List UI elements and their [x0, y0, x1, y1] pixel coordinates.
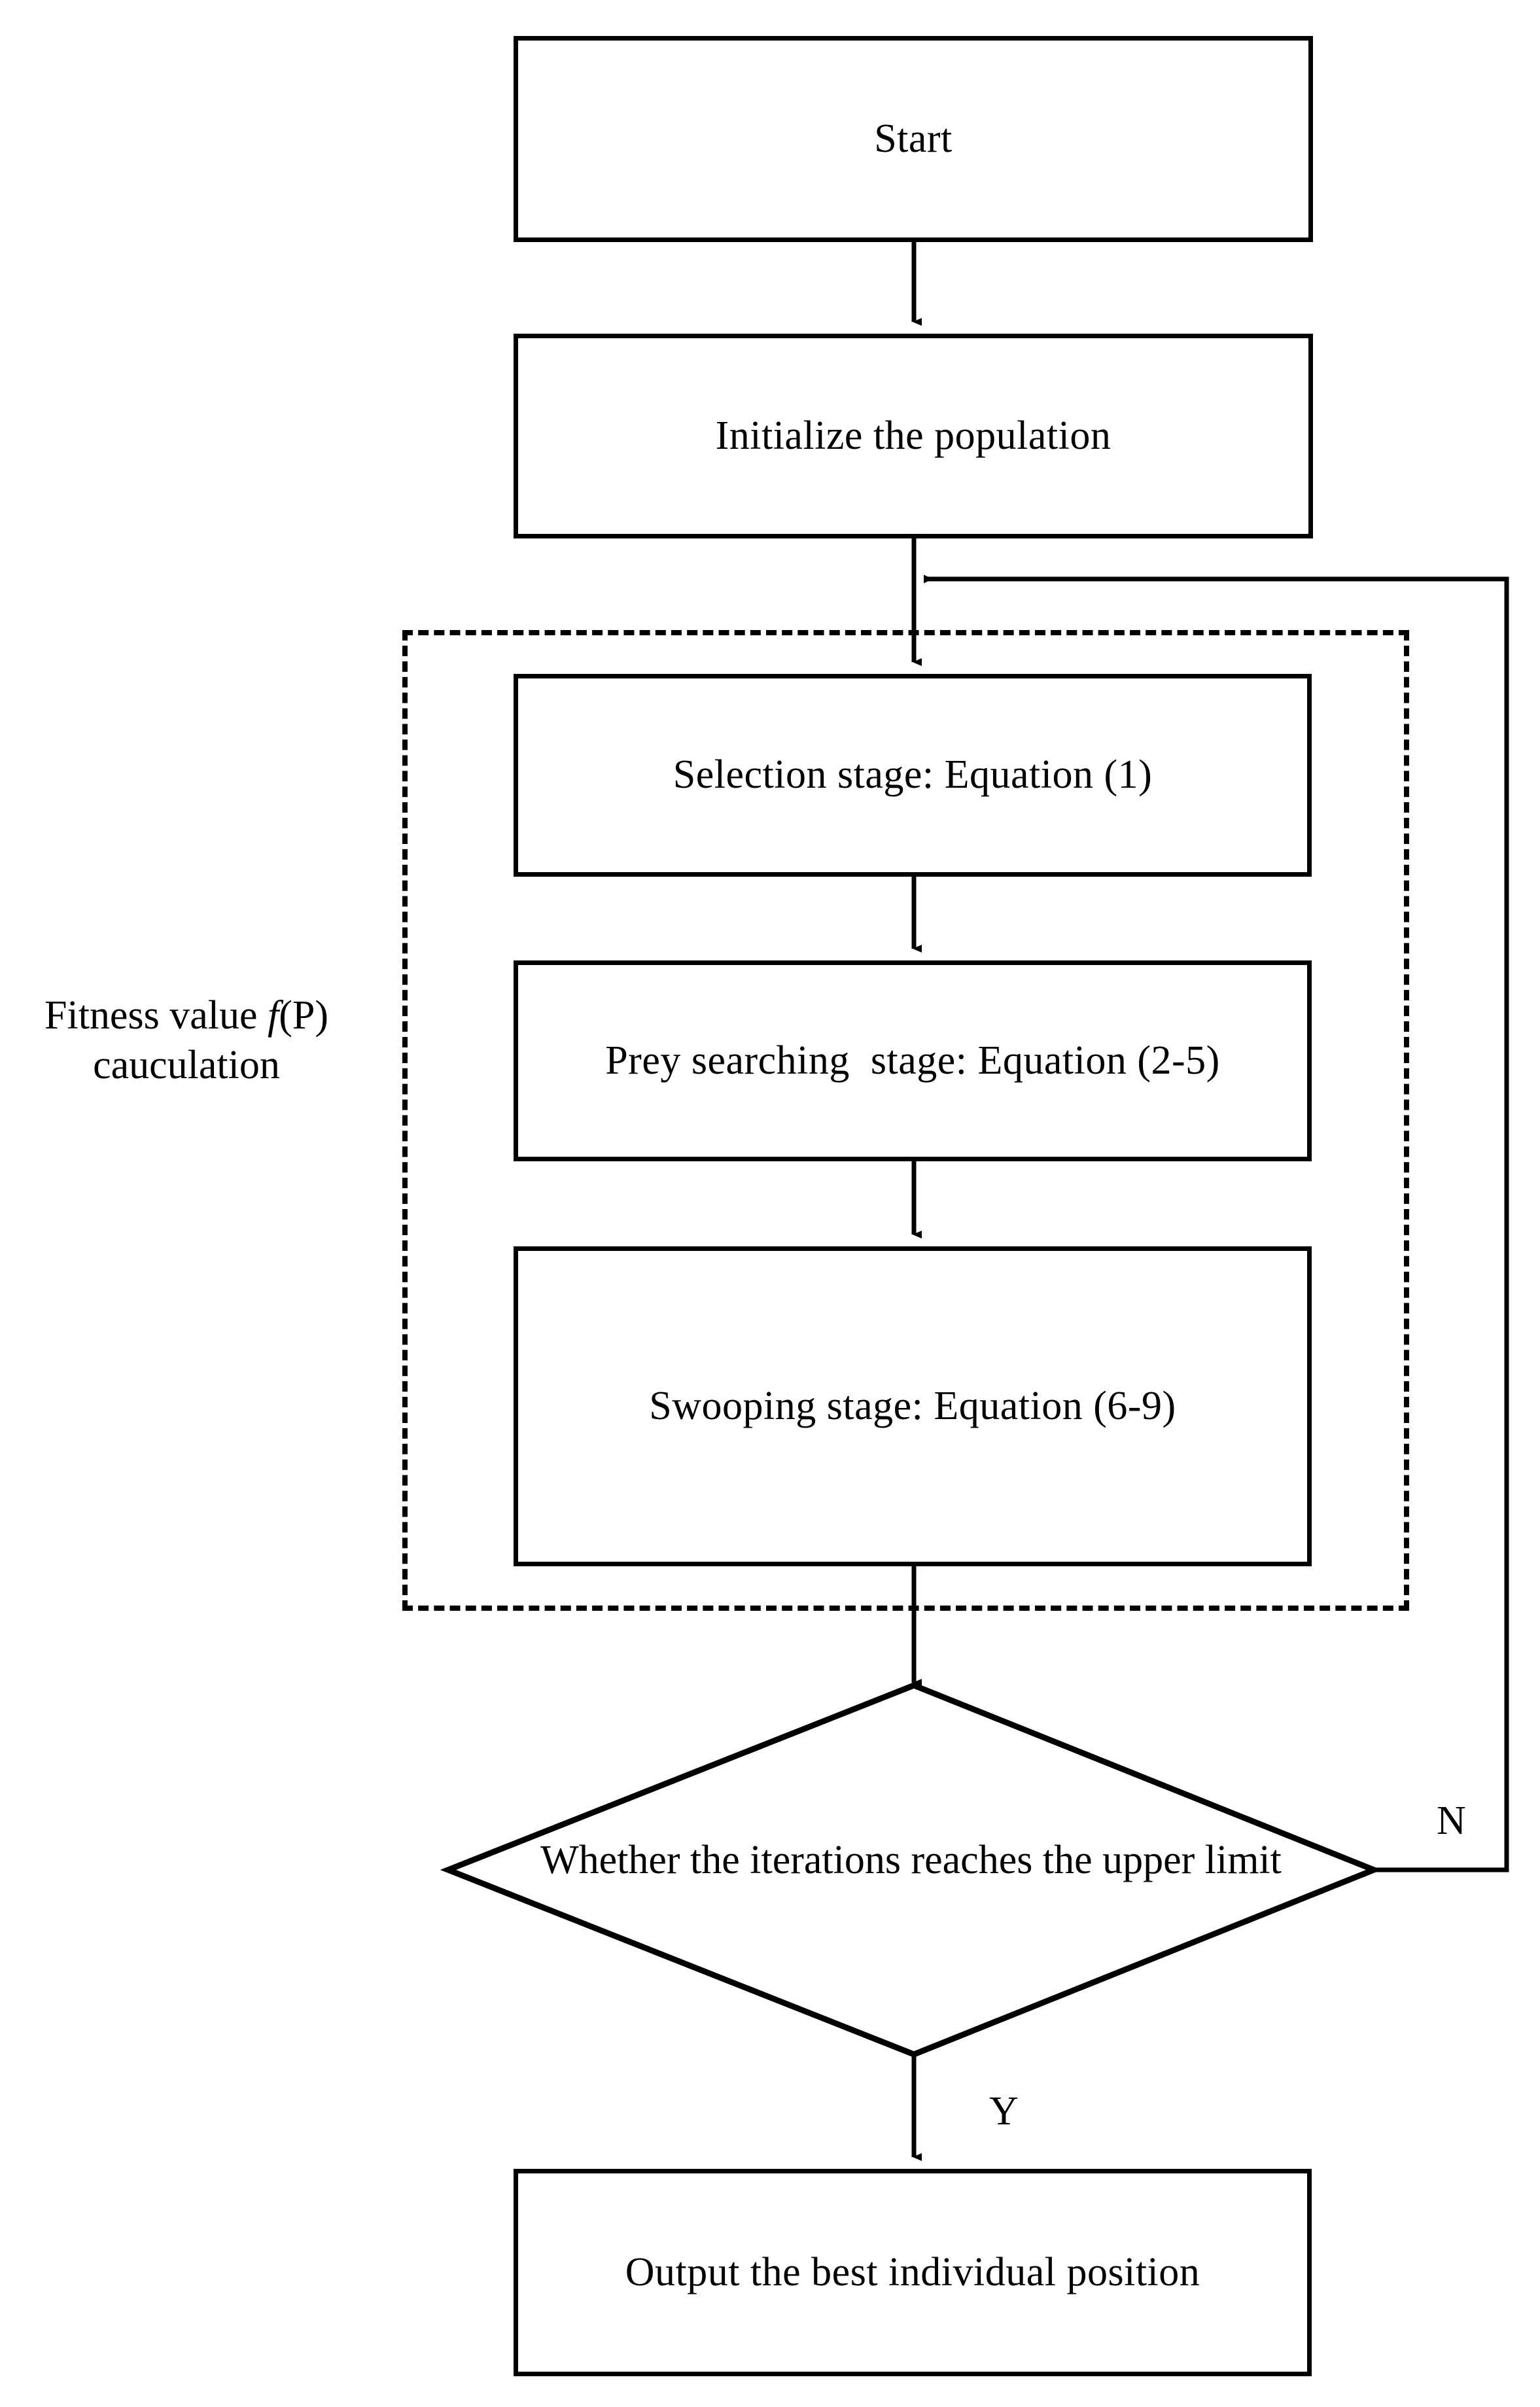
node-initialize-population[interactable]: Initialize the population: [514, 334, 1313, 538]
node-decision-label: Whether the iterations reaches the upper…: [540, 1838, 1282, 1882]
node-decision-diamond[interactable]: [432, 1672, 1390, 2071]
fitness-value-annotation: Fitness value f(P) cauculation: [0, 991, 373, 1090]
fitness-annotation-suffix: (P): [279, 993, 328, 1038]
node-initialize-population-label: Initialize the population: [715, 413, 1111, 458]
node-selection-stage-label: Selection stage: Equation (1): [673, 752, 1153, 798]
fitness-annotation-prefix: Fitness value: [44, 993, 268, 1038]
edge-label-yes: Y: [989, 2089, 1019, 2134]
edge-decision-no-feedback-loop: [924, 574, 1509, 1872]
node-swooping-stage[interactable]: Swooping stage: Equation (6-9): [514, 1246, 1312, 1566]
node-output-best-position-label: Output the best individual position: [625, 2249, 1200, 2294]
node-start[interactable]: Start: [514, 36, 1313, 242]
fitness-function-symbol: f: [267, 993, 279, 1038]
node-swooping-stage-label: Swooping stage: Equation (6-9): [649, 1383, 1176, 1428]
node-output-best-position[interactable]: Output the best individual position: [514, 2169, 1312, 2376]
fitness-annotation-line-1: Fitness value f(P): [44, 993, 328, 1038]
edge-label-no: N: [1437, 1799, 1466, 1843]
node-selection-stage[interactable]: Selection stage: Equation (1): [514, 674, 1312, 877]
node-prey-searching-stage[interactable]: Prey searching stage: Equation (2-5): [514, 960, 1312, 1161]
node-prey-searching-stage-label: Prey searching stage: Equation (2-5): [605, 1038, 1220, 1083]
fitness-annotation-line-2: cauculation: [93, 1042, 280, 1087]
node-start-label: Start: [874, 116, 953, 161]
